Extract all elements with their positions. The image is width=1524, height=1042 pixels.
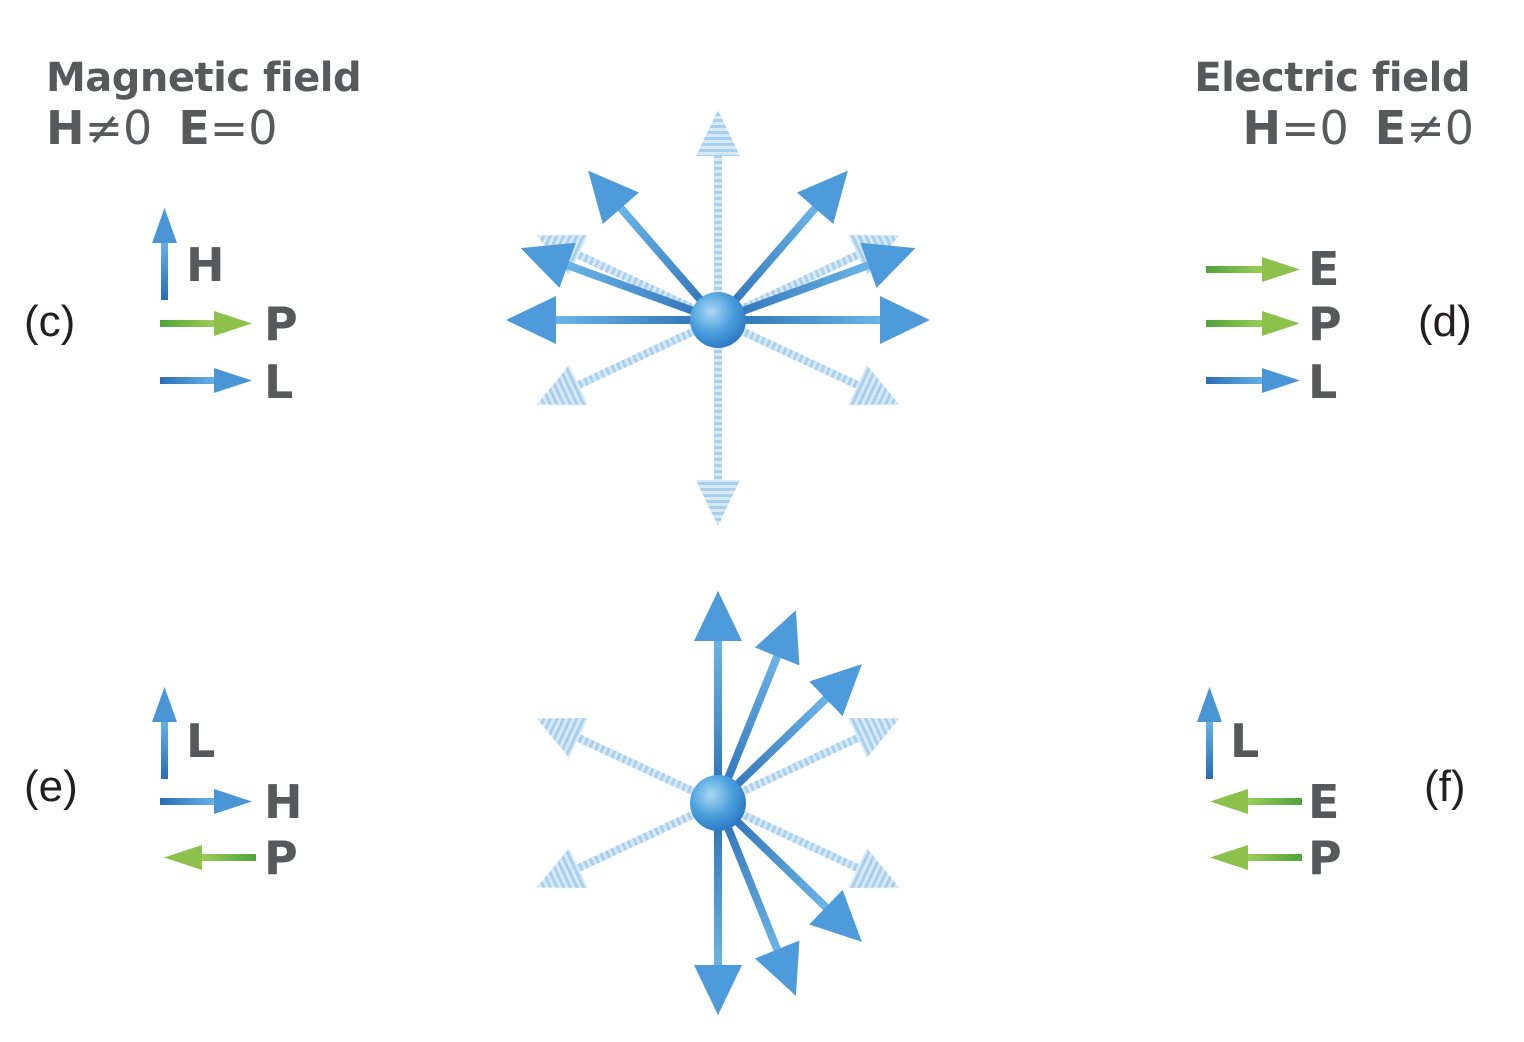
vector-label-l: L xyxy=(186,714,215,768)
arrow-icon-p-left xyxy=(1210,845,1302,870)
sphere-icon xyxy=(690,775,746,831)
panel-label-d: (d) xyxy=(1418,297,1472,346)
vector-label-l: L xyxy=(264,355,293,409)
blue-arrow xyxy=(715,800,862,942)
legend-e: L H P xyxy=(152,687,303,885)
vector-label-e: E xyxy=(1308,775,1339,829)
arrow-icon-p-right xyxy=(160,311,252,336)
vector-label-l: L xyxy=(1230,714,1259,768)
vector-label-l: L xyxy=(1308,355,1337,409)
faded-arrow xyxy=(696,320,740,526)
arrow-icon-e-right xyxy=(1206,257,1300,282)
vector-label-p: P xyxy=(1308,831,1342,885)
faded-arrow xyxy=(536,799,720,889)
blue-arrow xyxy=(714,610,800,805)
blue-arrow xyxy=(718,296,930,344)
legend-c: H P L xyxy=(152,208,298,409)
faded-arrow xyxy=(536,717,720,807)
faded-arrow xyxy=(716,316,900,406)
blue-arrow xyxy=(716,242,916,324)
bottom-arrow-cluster xyxy=(536,591,900,1015)
blue-arrow xyxy=(714,801,800,996)
arrow-icon-l-right xyxy=(1206,368,1300,393)
arrow-icon-l-up xyxy=(1197,687,1222,779)
blue-arrow xyxy=(506,296,718,344)
blue-arrow xyxy=(694,591,742,803)
blue-arrow xyxy=(520,242,720,324)
blue-arrow xyxy=(715,664,862,806)
arrow-icon-p-right xyxy=(1206,311,1300,336)
faded-arrow xyxy=(696,110,740,320)
blue-arrow xyxy=(588,170,722,323)
legend-d: E P L xyxy=(1206,242,1342,409)
arrow-icon-h-right xyxy=(160,789,252,814)
legend-f: L E P xyxy=(1197,687,1342,885)
arrow-icon-p-left xyxy=(164,845,256,870)
vector-label-p: P xyxy=(1308,297,1342,351)
faded-arrow xyxy=(716,799,900,889)
blue-arrow xyxy=(694,803,742,1015)
electric-field-title: Electric field xyxy=(1194,55,1470,101)
panel-label-f: (f) xyxy=(1424,762,1466,811)
panel-label-c: (c) xyxy=(24,297,75,346)
arrow-icon-e-left xyxy=(1210,789,1302,814)
blue-arrow xyxy=(714,170,848,323)
faded-arrow xyxy=(536,316,720,406)
panel-label-e: (e) xyxy=(24,762,78,811)
vector-label-p: P xyxy=(264,297,298,351)
arrow-icon-l-right xyxy=(160,368,252,393)
vector-label-e: E xyxy=(1308,242,1339,296)
faded-arrow xyxy=(716,717,900,807)
vector-label-h: H xyxy=(186,238,225,292)
arrow-icon-h-up xyxy=(152,208,177,300)
magnetic-field-title: Magnetic field xyxy=(46,55,361,101)
vector-label-p: P xyxy=(264,831,298,885)
sphere-icon xyxy=(690,292,746,348)
arrow-icon-l-up xyxy=(152,687,177,779)
vector-label-h: H xyxy=(264,775,303,829)
top-arrow-cluster xyxy=(506,110,930,526)
